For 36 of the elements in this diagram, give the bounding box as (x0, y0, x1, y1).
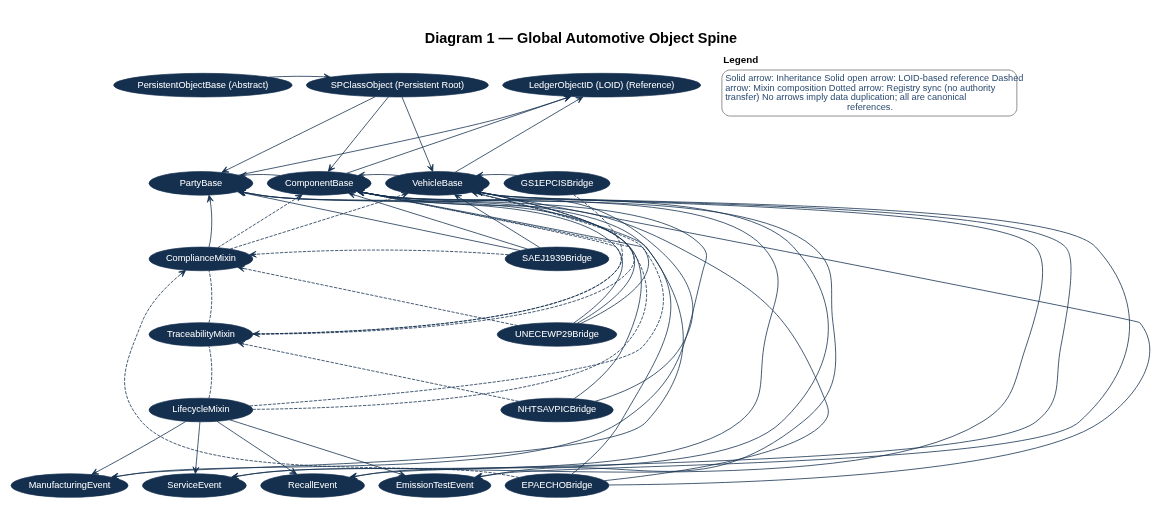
arrow (229, 419, 406, 477)
arrow (237, 340, 519, 402)
node-ellipse: UNECEWP29Bridge (496, 322, 618, 347)
arrow (476, 171, 518, 179)
node-ellipse: NHTSAVPICBridge (500, 397, 614, 423)
arrow (268, 73, 331, 81)
arrow (192, 421, 201, 474)
node-ellipse: LifecycleMixin (148, 397, 254, 423)
connector (208, 270, 213, 324)
arrow (401, 96, 434, 172)
arrow (454, 194, 541, 249)
arrow (217, 194, 303, 249)
arrow (454, 96, 584, 173)
node-ellipse: PersistentObjectBase (Abstract) (113, 73, 293, 98)
connector (208, 346, 213, 399)
arrow (357, 171, 399, 179)
arrow (346, 95, 572, 174)
arrow (216, 420, 298, 475)
node-ellipse: GS1EPCISBridge (503, 171, 611, 196)
arrow (475, 189, 635, 324)
arrow (91, 421, 187, 475)
node-ellipse: SAEJ1939Bridge (504, 246, 610, 272)
arrow (357, 189, 694, 402)
arrow (357, 189, 649, 324)
arrow (348, 191, 529, 250)
arrow (327, 96, 389, 172)
node-ellipse: LedgerObjectID (LOID) (Reference) (502, 73, 701, 98)
arrow (239, 171, 281, 179)
diagram-title: Diagram 1 — Global Automotive Object Spine (424, 30, 738, 47)
arrow (237, 265, 518, 326)
arrow (237, 95, 572, 176)
node-ellipse: EPAECHOBridge (504, 473, 610, 498)
arrow (221, 96, 376, 173)
arrow (249, 249, 509, 258)
node-label: Legend (723, 54, 759, 66)
arrow (207, 194, 214, 248)
